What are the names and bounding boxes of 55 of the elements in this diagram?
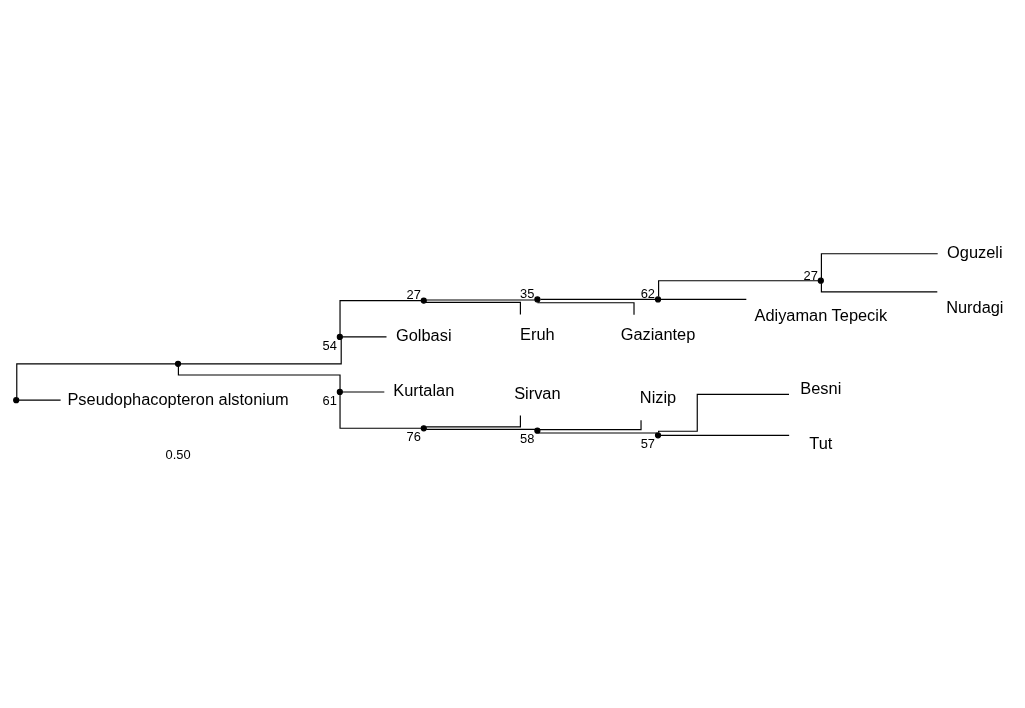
node-label: 35: [519, 285, 534, 301]
connector: [538, 419, 642, 430]
connector: [659, 434, 790, 436]
node-text: Sirvan: [513, 383, 561, 402]
node-label: 62: [640, 285, 655, 301]
node-text: Adiyaman Tepecik: [754, 305, 887, 324]
node-text: Gaziantep: [620, 324, 695, 343]
connector: [15, 362, 176, 398]
connector: [537, 431, 657, 434]
node-label: 57: [640, 435, 655, 451]
node-point: [817, 277, 824, 284]
node-label: 27: [405, 286, 421, 302]
node-point: [654, 295, 661, 303]
connector: [425, 298, 535, 301]
connector: [425, 414, 521, 427]
connector: [657, 393, 790, 433]
node-label: 61: [322, 392, 337, 408]
node-text: Pseudophacopteron alstonium: [66, 389, 289, 408]
connector: [659, 298, 747, 300]
node-text: Nizip: [639, 387, 676, 406]
node-point: [533, 427, 540, 434]
connector: [338, 299, 422, 335]
node-point: [533, 295, 540, 303]
connector: [424, 301, 521, 315]
connector: [17, 399, 61, 401]
connector: [820, 282, 938, 292]
connector: [539, 298, 656, 300]
node-text: Eruh: [519, 324, 555, 343]
connector: [177, 365, 341, 390]
connector: [820, 252, 938, 279]
node-point: [336, 333, 343, 340]
node-label: 54: [322, 337, 337, 353]
connector: [425, 428, 536, 430]
node-label: 76: [405, 428, 421, 444]
node-point: [174, 360, 181, 367]
node-text: Tut: [808, 433, 832, 452]
node-text: Besni: [799, 378, 841, 397]
label: 0.50: [165, 446, 191, 461]
node-label: 27: [803, 266, 818, 282]
node-text: Golbasi: [395, 325, 452, 344]
node-text: Oguzeli: [946, 242, 1003, 261]
node-label: 58: [519, 430, 534, 446]
connector: [536, 301, 635, 315]
node-text: Nurdagi: [945, 297, 1004, 316]
node-point: [420, 424, 427, 431]
node-point: [420, 297, 427, 304]
connector: [338, 393, 422, 429]
connector: [341, 335, 387, 337]
connector: [657, 279, 819, 297]
node-point: [654, 431, 661, 438]
node-text: Kurtalan: [392, 380, 454, 399]
connector: [341, 390, 385, 393]
node-point: [12, 396, 19, 403]
node-point: [336, 388, 343, 395]
connector: [179, 338, 342, 364]
